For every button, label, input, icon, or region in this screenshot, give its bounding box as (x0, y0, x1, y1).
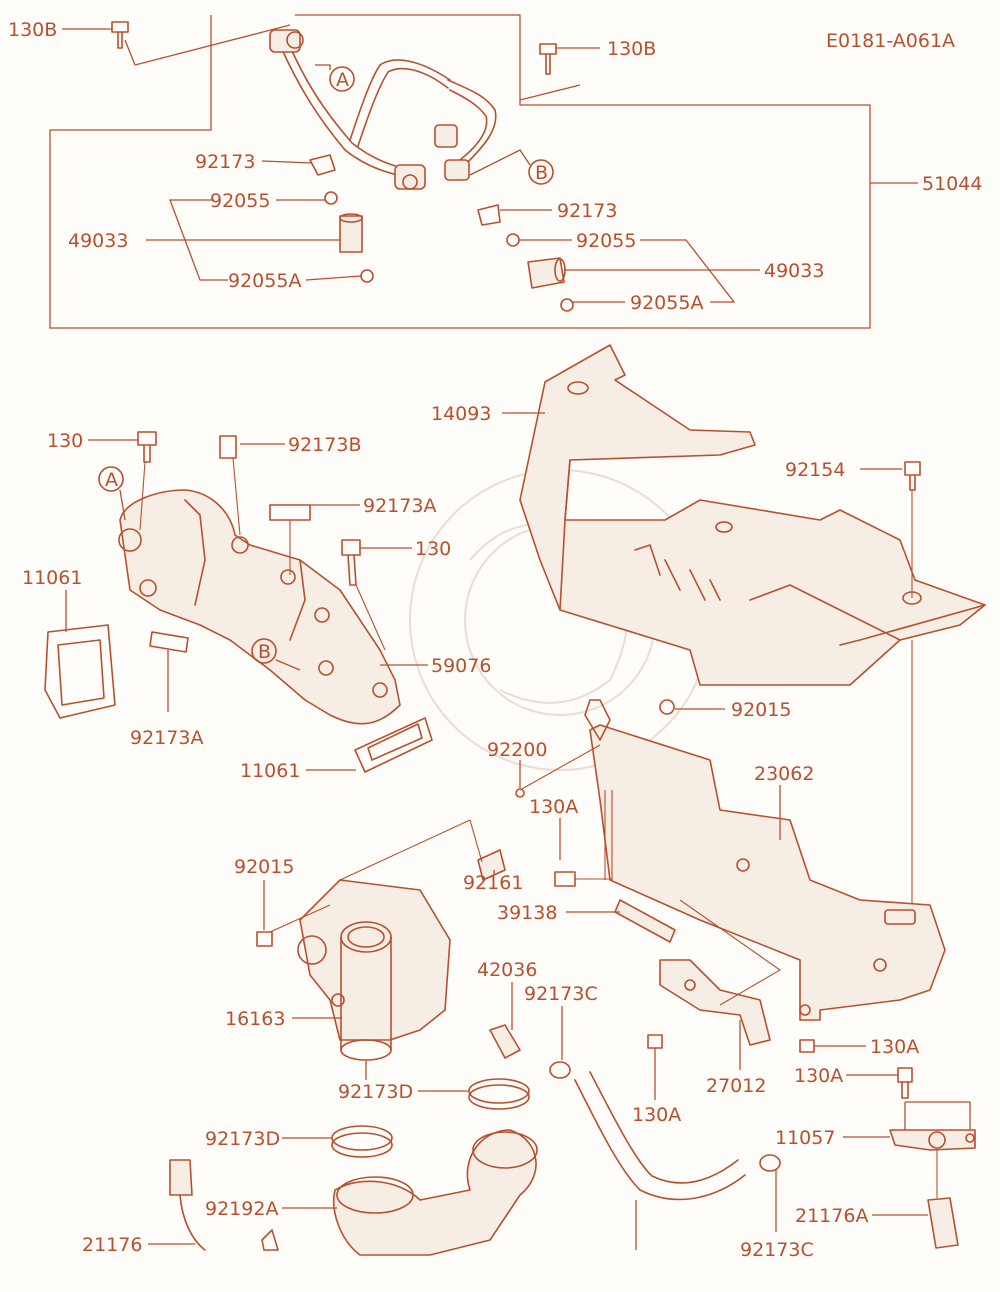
ref-mark-A-top: A (336, 69, 349, 91)
label-23062: 23062 (754, 763, 814, 785)
label-51044: 51044 (922, 173, 982, 195)
label-92015-b: 92015 (234, 856, 294, 878)
throttle-group (256, 744, 601, 1079)
label-59076: 59076 (431, 655, 491, 677)
label-21176A: 21176A (795, 1205, 868, 1227)
reference-marks: A B A B (105, 69, 548, 663)
label-92173-b: 92173 (557, 200, 617, 222)
label-130A-b: 130A (870, 1036, 919, 1058)
label-92173A-b: 92173A (130, 727, 203, 749)
label-92173D-a: 92173D (338, 1081, 413, 1103)
label-92173C-a: 92173C (524, 983, 598, 1005)
label-92055-b: 92055 (576, 230, 636, 252)
label-92192A: 92192A (205, 1198, 278, 1220)
label-11057: 11057 (775, 1127, 835, 1149)
label-14093: 14093 (431, 403, 491, 425)
ref-mark-B-top: B (535, 162, 548, 184)
label-92173D-b: 92173D (205, 1128, 280, 1150)
label-92154: 92154 (785, 459, 845, 481)
label-130-a: 130 (47, 430, 83, 452)
label-130A-d: 130A (794, 1065, 843, 1087)
diagram-code: E0181-A061A (826, 30, 955, 52)
callout-labels: 130B 130B 51044 92173 92173 92055 92055 … (8, 19, 982, 1261)
heat-shield-group (502, 344, 986, 905)
label-92055A-a: 92055A (228, 270, 301, 292)
label-42036: 42036 (477, 959, 537, 981)
label-92173A-a: 92173A (363, 495, 436, 517)
bracket-group (554, 699, 946, 1100)
label-130A-c: 130A (632, 1104, 681, 1126)
manifold-group (44, 431, 433, 773)
label-92161: 92161 (463, 872, 523, 894)
label-130A-a: 130A (529, 796, 578, 818)
label-21176: 21176 (82, 1234, 142, 1256)
label-92173C-b: 92173C (740, 1239, 814, 1261)
label-130-b: 130 (415, 538, 451, 560)
label-92015-a: 92015 (731, 699, 791, 721)
lower-parts-group (148, 1060, 976, 1256)
label-92055A-b: 92055A (630, 292, 703, 314)
label-16163: 16163 (225, 1008, 285, 1030)
label-27012: 27012 (706, 1075, 766, 1097)
label-130B-b: 130B (607, 38, 656, 60)
label-92173B: 92173B (288, 434, 361, 456)
label-92173-a: 92173 (195, 151, 255, 173)
label-49033-b: 49033 (764, 260, 824, 282)
label-11061-a: 11061 (22, 567, 82, 589)
label-39138: 39138 (497, 902, 557, 924)
label-49033-a: 49033 (68, 230, 128, 252)
hose-assembly-group (49, 14, 918, 329)
label-92200: 92200 (487, 739, 547, 761)
ref-mark-A-bottom: A (105, 469, 118, 491)
ref-mark-B-bottom: B (258, 641, 271, 663)
label-130B-a: 130B (8, 19, 57, 41)
label-92055-a: 92055 (210, 190, 270, 212)
label-11061-b: 11061 (240, 760, 300, 782)
